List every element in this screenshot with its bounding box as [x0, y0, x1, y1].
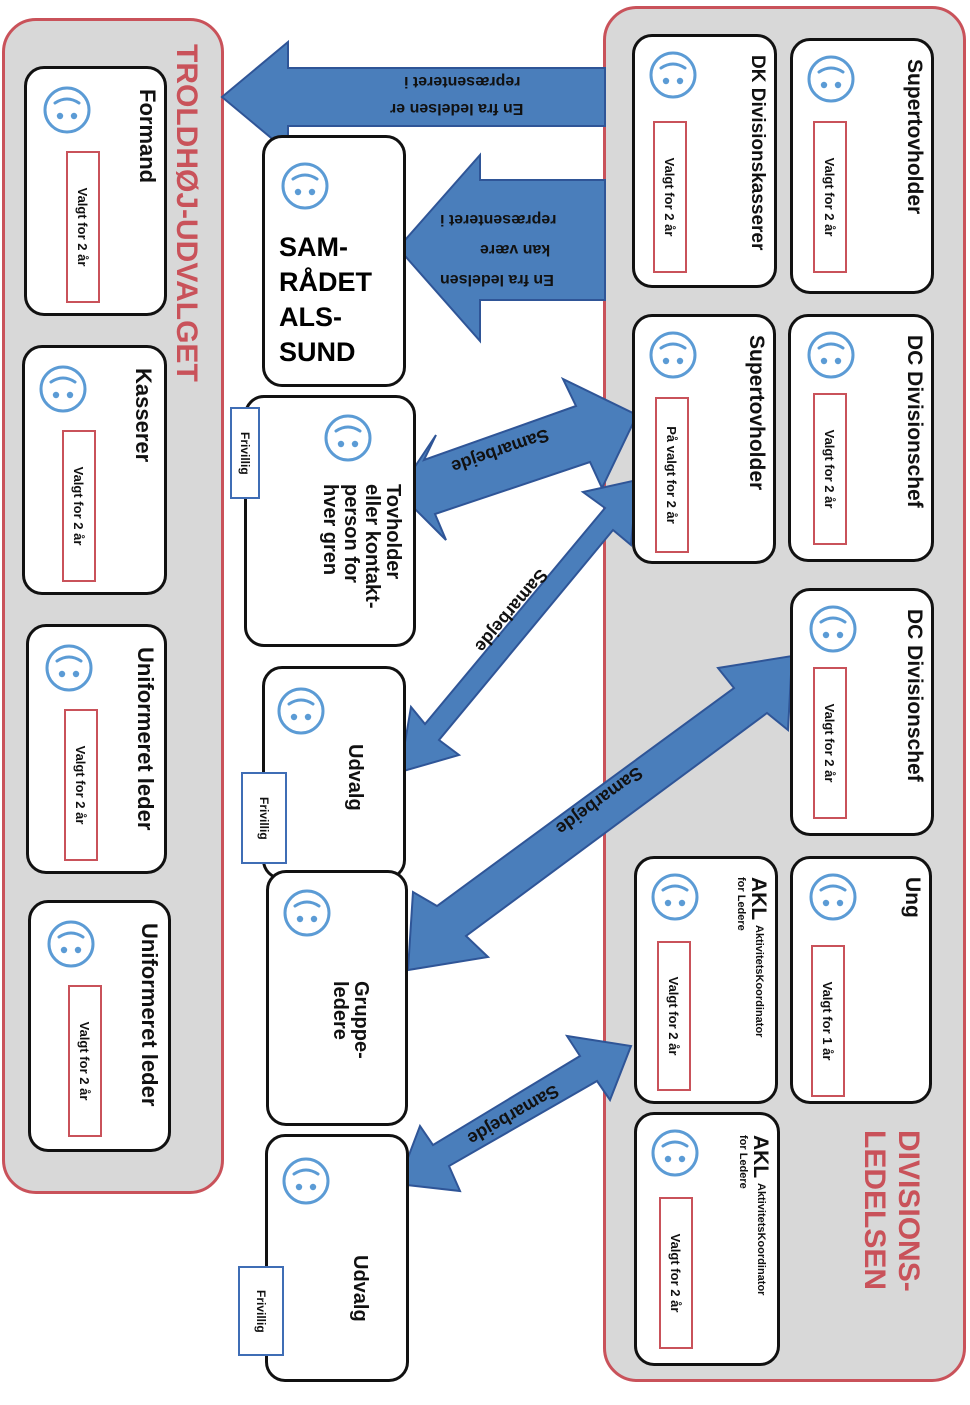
- card-title: Formand: [135, 89, 160, 184]
- card-title: Gruppe- ledere: [329, 981, 372, 1059]
- card-formand: Formand Valgt for 2 år: [24, 66, 167, 316]
- badge-elected: Valgt for 2 år: [653, 121, 687, 273]
- card-title: AKL: [749, 1135, 772, 1179]
- smiley-icon: [279, 160, 331, 217]
- badge-elected: Valgt for 2 år: [68, 985, 102, 1137]
- badge-elected: Valgt for 2 år: [813, 393, 847, 545]
- card-dc-divisionschef-2: DC Divisionschef Valgt for 2 år: [790, 588, 934, 836]
- card-title: Udvalg: [349, 1255, 371, 1322]
- card-title: Uniformeret leder: [137, 923, 162, 1107]
- smiley-icon: [322, 412, 374, 469]
- card-title: Tovholder eller kontakt- person for hver…: [319, 484, 404, 609]
- badge-elected: Valgt for 2 år: [657, 941, 691, 1091]
- card-samraadet: SAM- RÅDET ALS- SUND: [262, 135, 406, 387]
- card-subtitle: for Ledere: [737, 1135, 749, 1189]
- top-arrow-label-line1: En fra ledelsen er: [390, 100, 524, 117]
- smiley-icon: [45, 918, 97, 975]
- card-supertovholder-1: Supertovholder Valgt for 2 år: [790, 38, 934, 294]
- smiley-icon: [280, 1155, 332, 1212]
- card-title: Supertovholder: [903, 59, 926, 215]
- card-uniformeret-leder-1: Uniformeret leder Valgt for 2 år: [26, 624, 167, 874]
- card-uniformeret-leder-2: Uniformeret leder Valgt for 2 år: [28, 900, 171, 1152]
- card-title: AKL: [747, 877, 770, 921]
- card-tovholder: Tovholder eller kontakt- person for hver…: [244, 395, 416, 647]
- badge-elected: Valgt for 1 år: [811, 945, 845, 1097]
- badge-elected: Valgt for 2 år: [62, 430, 96, 582]
- card-title: Kasserer: [131, 368, 156, 463]
- badge-elected: På valgt for 2 år: [655, 397, 689, 553]
- card-title: Udvalg: [344, 744, 366, 811]
- smiley-icon: [649, 1127, 701, 1184]
- badge-elected: Valgt for 2 år: [64, 709, 98, 861]
- smiley-icon: [43, 642, 95, 699]
- card-gruppeledere: Gruppe- ledere: [266, 870, 408, 1126]
- badge-elected: Valgt for 2 år: [813, 121, 847, 273]
- card-subtitle: AktivitetsKoordinator: [755, 1183, 767, 1296]
- card-ung: Ung Valgt for 1 år: [790, 856, 932, 1104]
- smiley-icon: [647, 329, 699, 386]
- card-title: Supertovholder: [745, 335, 768, 491]
- card-title: DK Divisionskasserer: [747, 55, 768, 251]
- badge-elected: Valgt for 2 år: [813, 667, 847, 819]
- card-subtitle: AktivitetsKoordinator: [753, 925, 765, 1038]
- badge-elected: Valgt for 2 år: [66, 151, 100, 303]
- badge-elected: Valgt for 2 år: [659, 1197, 693, 1349]
- volunteer-badge: Frivillig: [238, 1266, 284, 1356]
- second-arrow-label-line2: kan være: [480, 241, 551, 258]
- card-title: Uniformeret leder: [133, 647, 158, 831]
- second-arrow-label-line3: repræsenteret i: [440, 211, 557, 228]
- smiley-icon: [281, 887, 333, 944]
- smiley-icon: [805, 329, 857, 386]
- smiley-icon: [647, 49, 699, 106]
- smiley-icon: [807, 871, 859, 928]
- volunteer-badge: Frivillig: [241, 772, 287, 864]
- second-arrow: [396, 152, 606, 344]
- card-title: Ung: [901, 877, 924, 918]
- card-subtitle: for Ledere: [735, 877, 747, 931]
- second-arrow-label-line1: En fra ledelsen: [440, 271, 554, 288]
- smiley-icon: [649, 871, 701, 928]
- card-kasserer: Kasserer Valgt for 2 år: [22, 345, 167, 595]
- smiley-icon: [37, 363, 89, 420]
- smiley-icon: [275, 685, 327, 742]
- card-supertovholder-2: Supertovholder På valgt for 2 år: [632, 314, 776, 564]
- card-dk-divisionskasserer: DK Divisionskasserer Valgt for 2 år: [632, 34, 777, 288]
- top-arrow-label-line2: repræsenteret i: [404, 73, 521, 90]
- card-title: DC Divisionschef: [903, 335, 926, 508]
- smiley-icon: [805, 53, 857, 110]
- card-title: DC Divisionschef: [903, 609, 926, 782]
- card-dc-divisionschef-1: DC Divisionschef Valgt for 2 år: [788, 314, 934, 562]
- smiley-icon: [41, 84, 93, 141]
- card-udvalg-2: Udvalg: [265, 1134, 409, 1382]
- volunteer-badge: Frivillig: [230, 407, 260, 499]
- smiley-icon: [807, 603, 859, 660]
- samarbejde-arrow-4: [396, 1034, 633, 1193]
- top-arrow: [220, 39, 606, 155]
- card-akl-2: AKL AktivitetsKoordinator for Ledere Val…: [634, 1112, 780, 1366]
- card-akl-1: AKL AktivitetsKoordinator for Ledere Val…: [634, 856, 778, 1104]
- samraadet-title: SAM- RÅDET ALS- SUND: [279, 232, 372, 367]
